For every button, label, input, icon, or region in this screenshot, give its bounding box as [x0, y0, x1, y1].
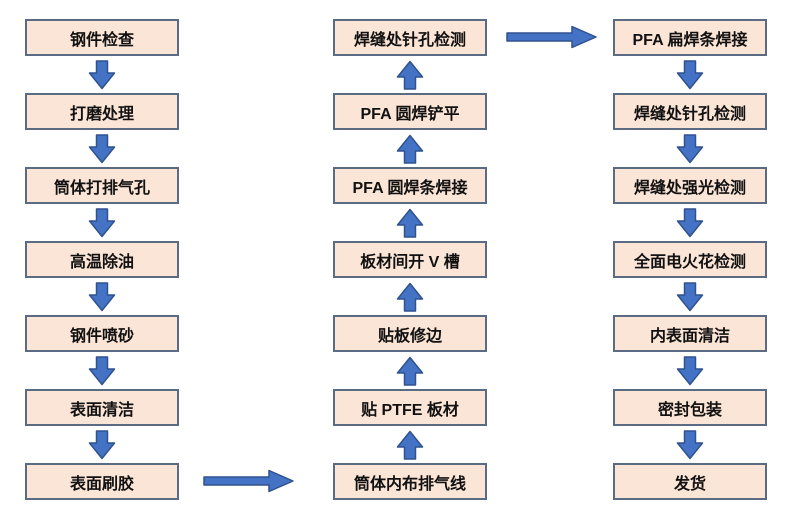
- flow-step: 焊缝处强光检测: [613, 167, 767, 204]
- flow-step: 表面清洁: [25, 389, 179, 426]
- flow-step: 板材间开 V 槽: [333, 241, 487, 278]
- arrow-down-icon: [25, 278, 179, 315]
- flow-step: 贴 PTFE 板材: [333, 389, 487, 426]
- flow-column-3: PFA 扁焊条焊接 焊缝处针孔检测 焊缝处强光检测 全面电火花检测 内表面清洁 …: [613, 19, 767, 500]
- arrow-down-icon: [613, 426, 767, 463]
- arrow-down-icon: [613, 130, 767, 167]
- flow-step: 钢件喷砂: [25, 315, 179, 352]
- arrow-up-icon: [333, 130, 487, 167]
- arrow-up-icon: [333, 352, 487, 389]
- arrow-up-icon: [333, 426, 487, 463]
- arrow-down-icon: [613, 352, 767, 389]
- flow-step: 内表面清洁: [613, 315, 767, 352]
- arrow-down-icon: [25, 204, 179, 241]
- arrow-down-icon: [25, 130, 179, 167]
- arrow-down-icon: [613, 204, 767, 241]
- flow-step: PFA 扁焊条焊接: [613, 19, 767, 56]
- flow-step: 筒体内布排气线: [333, 463, 487, 500]
- arrow-down-icon: [25, 56, 179, 93]
- flow-column-2: 焊缝处针孔检测 PFA 圆焊铲平 PFA 圆焊条焊接 板材间开 V 槽 贴板修边…: [333, 19, 487, 500]
- arrow-down-icon: [25, 352, 179, 389]
- arrow-down-icon: [25, 426, 179, 463]
- flow-step: 贴板修边: [333, 315, 487, 352]
- flow-step: 发货: [613, 463, 767, 500]
- flow-step: 全面电火花检测: [613, 241, 767, 278]
- flow-column-1: 钢件检查 打磨处理 筒体打排气孔 高温除油 钢件喷砂 表面清洁 表面刷胶: [25, 19, 179, 500]
- arrow-up-icon: [333, 204, 487, 241]
- flow-step: PFA 圆焊铲平: [333, 93, 487, 130]
- flow-step: 钢件检查: [25, 19, 179, 56]
- arrow-right-icon: [506, 24, 598, 50]
- arrow-down-icon: [613, 278, 767, 315]
- flow-step: 焊缝处针孔检测: [333, 19, 487, 56]
- flow-step: 打磨处理: [25, 93, 179, 130]
- arrow-down-icon: [613, 56, 767, 93]
- flow-step: 表面刷胶: [25, 463, 179, 500]
- flow-step: 高温除油: [25, 241, 179, 278]
- flow-step: 密封包装: [613, 389, 767, 426]
- flow-step: 筒体打排气孔: [25, 167, 179, 204]
- arrow-right-icon: [203, 468, 295, 494]
- flow-step: PFA 圆焊条焊接: [333, 167, 487, 204]
- arrow-up-icon: [333, 278, 487, 315]
- arrow-up-icon: [333, 56, 487, 93]
- flow-step: 焊缝处针孔检测: [613, 93, 767, 130]
